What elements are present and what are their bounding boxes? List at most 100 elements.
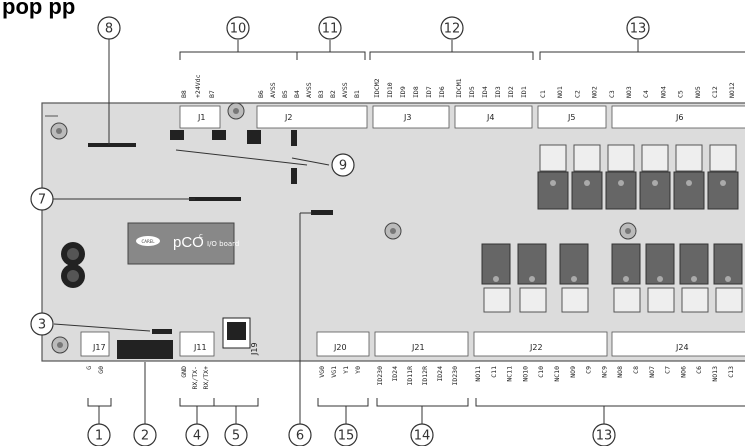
pin-top-g11-7: AVSS	[341, 82, 349, 98]
callout-circle-1	[87, 423, 111, 446]
pin-bottom-g13b-9: NO8	[616, 366, 624, 378]
relay-top-1	[573, 144, 601, 172]
pin-top-g13-10: C12	[711, 86, 719, 98]
relay-top-dot-0	[550, 180, 556, 186]
pin-bottom-g15-2: Y1	[342, 366, 350, 374]
pin-bottom-g14-5: ID230	[451, 366, 459, 386]
label-j3: J3	[403, 113, 411, 122]
relay-top-body-4	[673, 171, 705, 210]
pin-bottom-g13b-13: NO6	[679, 366, 687, 378]
relay-top-body-1	[571, 171, 603, 210]
pin-top-g12b-3: ID3	[494, 86, 502, 98]
j19-label: J19	[250, 342, 259, 356]
pin-bottom-g13b-7: C9	[585, 366, 593, 374]
pin-bottom-g4-2: RX/TX+	[202, 366, 210, 390]
callout-circle-6	[288, 423, 312, 446]
callout-circle-11	[318, 16, 342, 40]
pin-top-g13-3: NO2	[591, 86, 599, 98]
callout-11: 11	[322, 22, 339, 37]
carel-badge-text: CAREL	[141, 239, 155, 244]
callout-circle-7	[30, 187, 54, 211]
pin-top-g12a-3: ID8	[412, 86, 420, 98]
pin-top-g12a-0: IDCM2	[373, 78, 381, 98]
relay-bottom-dot-5	[691, 276, 697, 282]
carel-badge	[136, 236, 160, 246]
callout-circle-10	[226, 16, 250, 40]
pin-top-g12b-2: ID4	[481, 86, 489, 98]
relay-top-dot-3	[652, 180, 658, 186]
title-fragment: pop pp	[2, 0, 75, 19]
relay-top-2	[607, 144, 635, 172]
callout-9: 9	[339, 159, 347, 174]
pin-bottom-g14-4: ID24	[436, 366, 444, 382]
pin-bottom-g14-1: ID24	[391, 366, 399, 382]
pin-bottom-g13b-1: C11	[490, 366, 498, 378]
pin-bottom-g13b-8: NC9	[600, 366, 608, 378]
relays-top	[537, 144, 739, 210]
pin-top-g13-5: NO3	[625, 86, 633, 98]
top-terminal-blocks	[179, 105, 745, 129]
pin-bottom-g13b-11: NO7	[648, 366, 656, 378]
relay-top-body-2	[605, 171, 637, 210]
relay-bottom-3	[613, 287, 641, 313]
pin-top-g11-5: B3	[317, 90, 325, 98]
relay-top-4	[675, 144, 703, 172]
pin-bottom-g13b-14: C6	[695, 366, 703, 374]
callout-circle-13	[592, 423, 616, 446]
pin-bottom-g4-1: RX/TX-	[191, 366, 199, 389]
callout-2: 2	[141, 429, 149, 444]
pin-top-g13-6: C4	[642, 90, 650, 98]
relay-bottom-dot-6	[725, 276, 731, 282]
callout-15: 15	[338, 429, 355, 444]
pin-bottom-g13b-10: C8	[632, 366, 640, 374]
pin-top-g11-0: B6	[257, 90, 265, 98]
pin-top-g13-11: NO12	[728, 82, 736, 98]
pin-bottom-g4-0: GND	[180, 366, 188, 378]
relay-bottom-dot-4	[657, 276, 663, 282]
callout-13: 13	[596, 429, 613, 444]
pin-bottom-g14-0: ID230	[376, 366, 384, 386]
relay-top-body-0	[537, 171, 569, 210]
pin-bottom-g14-2: ID11R	[406, 366, 414, 386]
black-connector	[117, 340, 173, 359]
pin-bottom-g1-1: G0	[97, 366, 105, 374]
pin-bottom-g1-0: G	[85, 366, 93, 370]
callout-1: 1	[95, 429, 103, 444]
pin-bottom-g15-1: VG1	[330, 366, 338, 378]
pin-top-g12b-0: IDCM1	[455, 78, 463, 98]
relay-top-dot-1	[584, 180, 590, 186]
logo-pco: pCO	[173, 234, 204, 251]
callout-circle-12	[440, 16, 464, 40]
pin-bottom-g13b-2: NC11	[506, 366, 514, 382]
relay-bottom-6	[715, 287, 743, 313]
j19-jack-port	[227, 322, 246, 340]
pin-top-g13-8: C5	[677, 90, 685, 98]
pin-top-g11-6: B2	[329, 90, 337, 98]
relay-top-3	[641, 144, 669, 172]
label-j20: J20	[333, 343, 347, 352]
label-j1: J1	[197, 113, 205, 122]
callout-6: 6	[296, 429, 304, 444]
pin-top-g13-9: NO5	[694, 86, 702, 98]
callout-7: 7	[38, 193, 46, 208]
label-j11: J11	[193, 343, 207, 352]
label-j5: J5	[567, 113, 575, 122]
pin-top-g11-2: B5	[281, 90, 289, 98]
pin-top-g12b-1: ID5	[468, 86, 476, 98]
pin-bottom-g13b-12: C7	[664, 366, 672, 374]
label-j4: J4	[486, 113, 494, 122]
relay-top-5	[709, 144, 737, 172]
callout-13: 13	[630, 22, 647, 37]
label-j17: J17	[92, 343, 106, 352]
relay-top-dot-5	[720, 180, 726, 186]
callout-3: 3	[38, 318, 46, 333]
pin-bottom-g15-3: Y0	[354, 366, 362, 374]
leader-lines	[52, 39, 639, 425]
relay-bottom-2	[561, 287, 589, 313]
callout-circle-15	[334, 423, 358, 446]
pin-top-g13-4: C3	[608, 90, 616, 98]
pin-bottom-g13b-4: C10	[537, 366, 545, 378]
pin-top-g13-2: C2	[573, 90, 581, 98]
